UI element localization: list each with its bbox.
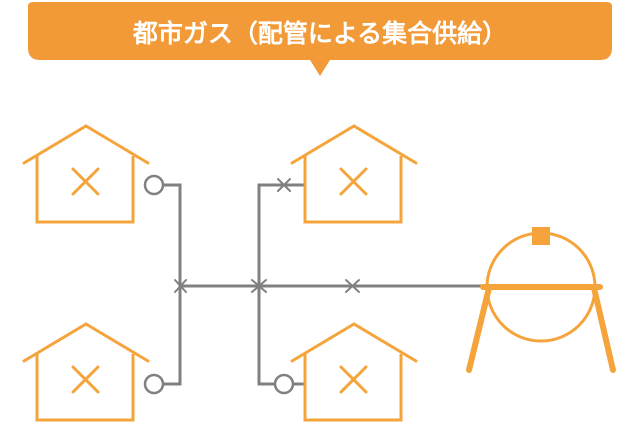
meter-circle-icon	[143, 174, 165, 196]
valve-cross-icon	[174, 279, 187, 293]
meters	[143, 174, 295, 395]
house-icon	[22, 124, 150, 224]
banner-shape	[28, 2, 612, 76]
house-icon	[290, 322, 418, 422]
valve-cross-icon	[251, 279, 267, 293]
meter-circle-icon	[143, 373, 165, 395]
houses	[22, 124, 418, 422]
house-icon	[290, 124, 418, 224]
banner-title: 都市ガス（配管による集合供給）	[132, 19, 507, 48]
tank-leg-right	[591, 285, 616, 373]
meter-circle-icon	[273, 373, 295, 395]
gas-holder-icon	[466, 227, 616, 373]
title-banner: 都市ガス（配管による集合供給）	[28, 2, 612, 76]
valves	[174, 178, 360, 293]
valve-cross-icon	[345, 279, 360, 293]
house-icon	[22, 322, 150, 422]
tank-leg-left	[466, 285, 492, 373]
valve-cross-icon	[277, 178, 291, 192]
tank-top-valve	[532, 227, 550, 245]
